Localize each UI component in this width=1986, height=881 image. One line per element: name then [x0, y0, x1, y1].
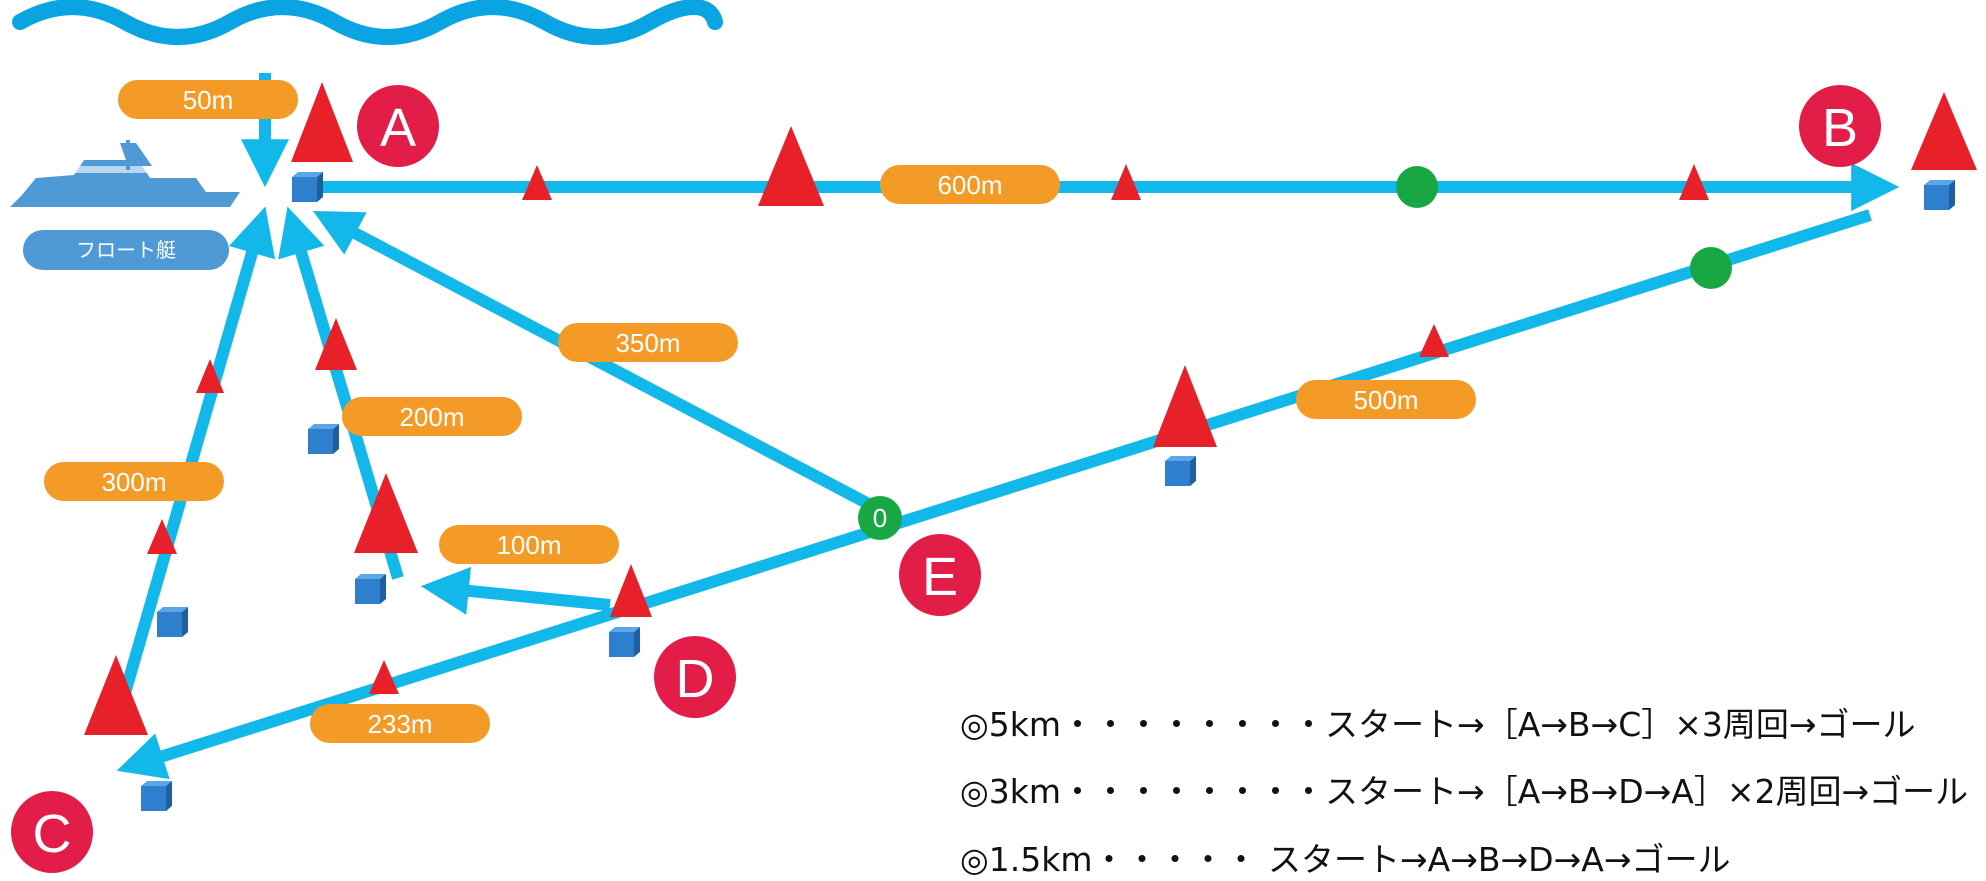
- pill-350m-text: 350m: [615, 328, 680, 358]
- checkpoint-b-slope: [1690, 247, 1732, 289]
- pill-100m: 100m: [439, 525, 619, 564]
- course-3km: ◎3km・・・・・・・・スタート→［A→B→D→A］×2周回→ゴール: [960, 772, 1969, 811]
- checkpoint-zero: [858, 496, 902, 540]
- marker-b: B: [1799, 85, 1881, 167]
- marker-d-text: D: [676, 649, 715, 709]
- pill-233m: 233m: [310, 704, 490, 743]
- box-300: [157, 607, 188, 637]
- pill-100m-text: 100m: [496, 530, 561, 560]
- boat-label: フロート艇: [23, 230, 229, 270]
- marker-a: A: [357, 85, 439, 167]
- pill-300m: 300m: [44, 462, 224, 501]
- checkpoint-zero-label: 0: [873, 503, 887, 533]
- course-1-5km: ◎1.5km・・・・・ スタート→A→B→D→A→ゴール: [960, 840, 1731, 879]
- buoy-600-large: [758, 126, 824, 206]
- route-d-to-mid: [420, 566, 611, 615]
- box-d: [609, 627, 640, 657]
- pill-50m-text: 50m: [183, 85, 234, 115]
- box-mid: [355, 574, 386, 604]
- pill-300m-text: 300m: [101, 467, 166, 497]
- marker-c-text: C: [33, 804, 72, 864]
- checkpoints: [858, 166, 1732, 540]
- pill-233m-text: 233m: [367, 709, 432, 739]
- buoy-mid-large: [354, 473, 418, 553]
- buoy-small-3: [1679, 164, 1709, 200]
- course-5km: ◎5km・・・・・・・・スタート→［A→B→C］×3周回→ゴール: [960, 705, 1916, 744]
- pill-200m: 200m: [342, 397, 522, 436]
- buoy-small-8: [610, 564, 652, 617]
- buoy-500-large: [1153, 365, 1217, 447]
- pill-600m-text: 600m: [937, 170, 1002, 200]
- pill-500m-text: 500m: [1353, 385, 1418, 415]
- marker-a-text: A: [380, 98, 416, 158]
- marker-e: E: [899, 534, 981, 616]
- box-a: [292, 172, 323, 202]
- pill-50m: 50m: [118, 80, 298, 119]
- marker-d: D: [654, 636, 736, 718]
- buoy-small-5: [196, 359, 224, 393]
- boat-label-text: フロート艇: [76, 238, 176, 262]
- buoy-small-1: [522, 165, 552, 200]
- buoy-boxes: [141, 172, 1955, 811]
- buoy-small-6: [315, 318, 357, 370]
- pill-600m: 600m: [880, 165, 1060, 204]
- small-buoys: [147, 164, 1709, 694]
- box-b: [1924, 180, 1955, 210]
- route-b-to-c: [116, 209, 1872, 780]
- distance-labels: 50m 600m 350m 200m 300m 100m 500m 233m: [44, 80, 1476, 743]
- marker-e-text: E: [922, 547, 958, 607]
- boat-icon: [10, 140, 240, 207]
- buoy-c-large: [84, 655, 148, 735]
- buoy-small-2: [1111, 164, 1141, 200]
- buoy-small-7: [147, 519, 177, 554]
- large-buoys: [84, 82, 1977, 735]
- pill-350m: 350m: [558, 323, 738, 362]
- box-c: [141, 781, 172, 811]
- marker-c: C: [11, 791, 93, 873]
- buoy-b-large: [1911, 92, 1977, 170]
- box-200: [308, 424, 339, 454]
- route-e-to-a: [313, 211, 883, 516]
- pill-500m: 500m: [1296, 380, 1476, 419]
- marker-b-text: B: [1822, 98, 1858, 158]
- checkpoint-ab: [1396, 166, 1438, 208]
- point-markers: A B E D C: [11, 85, 1881, 873]
- wave-shore: [12, 0, 723, 45]
- pill-200m-text: 200m: [399, 402, 464, 432]
- buoy-a-large: [291, 82, 353, 162]
- buoy-small-9: [369, 660, 399, 694]
- box-500: [1165, 456, 1196, 486]
- buoy-small-4: [1419, 324, 1449, 357]
